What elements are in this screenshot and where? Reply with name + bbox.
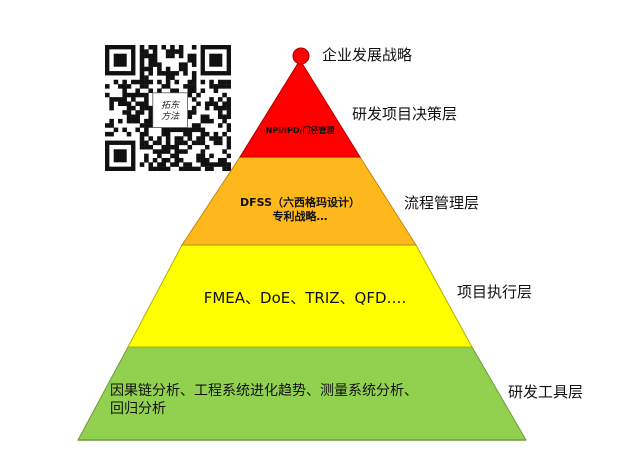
tier-tools-line-1: 因果链分析、工程系统进化趋势、测量系统分析、 [110,383,418,399]
qr-stamp-text: 拓东 [161,100,180,111]
tier-decision-label: 研发项目决策层 [352,105,458,123]
apex-dot [292,47,310,65]
tier-process-line-2: 专利战略… [272,209,328,223]
tier-tools-content: 因果链分析、工程系统进化趋势、测量系统分析、 回归分析 [95,383,515,418]
tier-process-content: DFSS（六西格玛设计） 专利战略… [215,196,385,224]
tier-tools-label: 研发工具层 [508,383,584,401]
tier-tools-line-2: 回归分析 [110,400,166,417]
tier-decision-content: NPI/IPD/门径管理 [265,126,335,135]
tier-process-line-1: DFSS（六西格玛设计） [240,196,360,209]
qr-stamp-text: 方法 [161,111,180,122]
qr-stamp [152,92,188,128]
tier-execution-label: 项目执行层 [457,283,533,301]
apex-label: 企业发展战略 [322,46,413,64]
tier-execution-content: FMEA、DoE、TRIZ、QFD…. [203,289,407,307]
tier-process-label: 流程管理层 [404,194,480,212]
tier-decision [239,59,361,158]
